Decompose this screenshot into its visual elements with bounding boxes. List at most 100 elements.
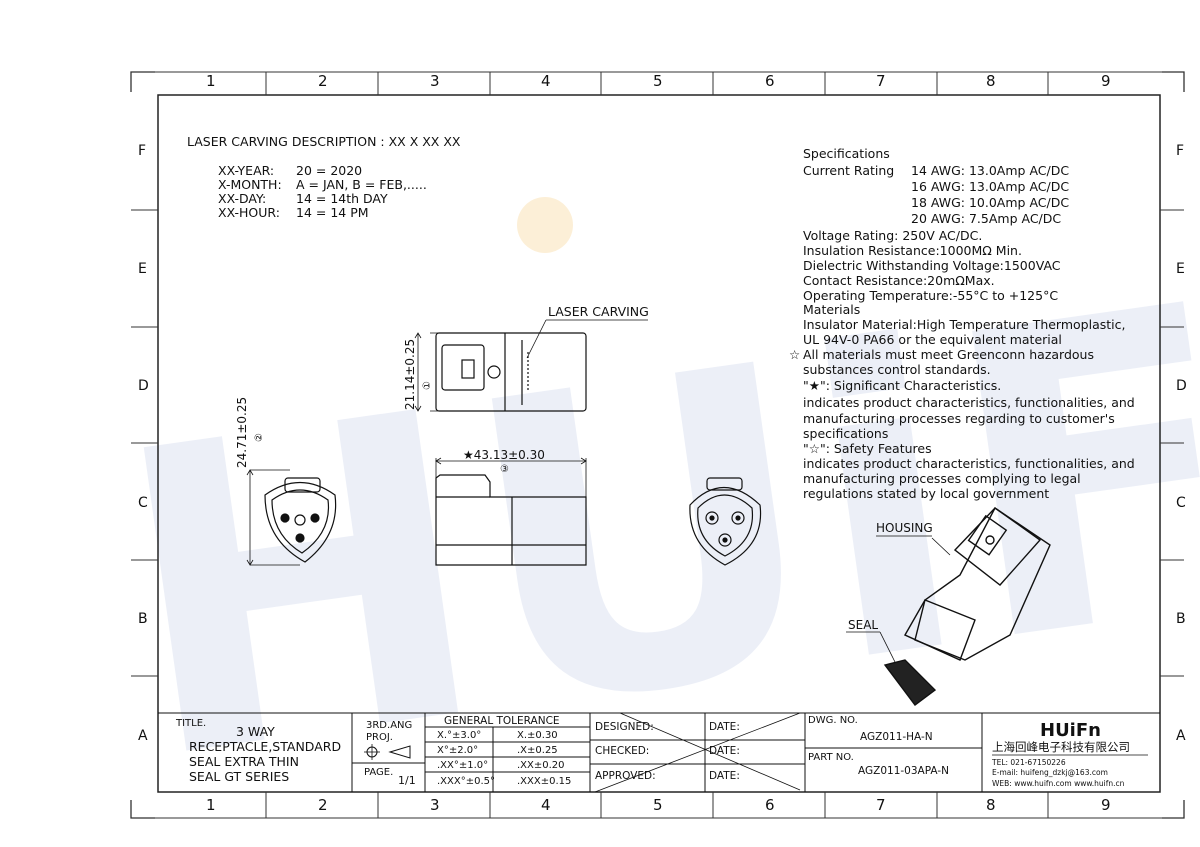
laser-title: LASER CARVING DESCRIPTION : XX X XX XX [187,134,461,149]
column-label: 9 [1101,72,1111,90]
spec-line: Dielectric Withstanding Voltage:1500VAC [803,258,1061,273]
approved-label: APPROVED: [595,770,656,782]
proj-label: PROJ. [366,732,393,743]
title-line: RECEPTACLE,STANDARD [189,739,341,754]
date-label: DATE: [709,770,740,782]
column-label: 3 [430,796,440,814]
column-label: 7 [876,796,886,814]
part-value: AGZ011-03APA-N [858,765,949,777]
dim-tag: ① [422,381,433,390]
top-view [414,319,587,412]
spec-line: Contact Resistance:20mΩMax. [803,273,995,288]
dim-tag: ② [254,433,265,442]
spec-line: substances control standards. [803,362,991,377]
company-tel: TEL: 021-67150226 [991,758,1066,767]
tolerance-cell: .XX±0.20 [517,760,565,771]
spec-line: indicates product characteristics, funct… [803,395,1135,410]
tolerance-cell: .XXX±0.15 [517,776,571,787]
spec-line: indicates product characteristics, funct… [803,456,1135,471]
company-logo: HUiFn [1040,720,1101,741]
column-label: 4 [541,796,551,814]
dim-length: ★43.13±0.30 [463,448,545,462]
spec-current-row: 16 AWG: 13.0Amp AC/DC [911,179,1069,194]
title-line: 3 WAY [236,724,275,739]
checked-label: CHECKED: [595,745,649,757]
spec-line: manufacturing processes complying to leg… [803,471,1081,486]
tolerance-cell: .X±0.25 [517,745,558,756]
row-label: E [138,261,147,277]
company-email: E-mail: huifeng_dzkj@163.com [992,768,1108,777]
laser-row-value: 14 = 14th DAY [296,191,388,206]
title-line: SEAL EXTRA THIN [189,754,299,769]
spec-current-row: 14 AWG: 13.0Amp AC/DC [911,163,1069,178]
column-label: 1 [206,796,216,814]
column-label: 2 [318,796,328,814]
laser-row-label: X-MONTH: [218,177,282,192]
spec-line: Voltage Rating: 250V AC/DC. [803,228,982,243]
spec-line: Insulation Resistance:1000MΩ Min. [803,243,1022,258]
specifications-block: Specifications Current Rating 14 AWG: 13… [789,146,1135,501]
laser-row-label: XX-YEAR: [218,163,274,178]
column-label: 7 [876,72,886,90]
page-value: 1/1 [398,774,416,787]
row-label: B [1176,611,1186,627]
spec-line: All materials must meet Greenconn hazard… [803,347,1094,362]
date-label: DATE: [709,721,740,733]
dwg-value: AGZ011-HA-N [860,731,933,743]
designed-label: DESIGNED: [595,721,654,733]
side-view [435,457,587,566]
column-label: 8 [986,72,996,90]
dwg-label: DWG. NO. [808,715,858,726]
tolerance-table: X.°±3.0°X.±0.30X°±2.0°.X±0.25.XX°±1.0°.X… [437,730,571,787]
dim-tag: ③ [500,464,509,475]
column-label: 6 [765,72,775,90]
column-label: 5 [653,796,663,814]
spec-line: specifications [803,426,888,441]
spec-line: manufacturing processes regarding to cus… [803,411,1115,426]
row-label: F [1176,143,1184,159]
laser-row-label: XX-DAY: [218,191,266,206]
dim-height-top: 21.14±0.25 [403,339,417,410]
column-label: 4 [541,72,551,90]
spec-line: "★": Significant Characteristics. [803,378,1001,393]
laser-row-value: 14 = 14 PM [296,205,369,220]
isometric-view [879,506,1051,706]
laser-carving-callout: LASER CARVING [548,304,649,319]
row-label: D [138,378,149,394]
safety-star-icon: ☆ [789,347,800,362]
spec-line: Materials [803,302,860,317]
proj-label: 3RD.ANG [366,720,412,731]
tolerance-cell: X.°±3.0° [437,730,481,741]
row-label: F [138,143,146,159]
row-label: A [1176,728,1186,744]
page-label: PAGE. [364,767,393,778]
column-label: 2 [318,72,328,90]
part-label: PART NO. [808,752,854,763]
dim-width-front: 24.71±0.25 [235,397,249,468]
company-web: WEB: www.huifn.com www.huifn.cn [992,779,1125,788]
tolerance-cell: X°±2.0° [437,745,478,756]
title-line: SEAL GT SERIES [189,769,289,784]
column-label: 6 [765,796,775,814]
row-label: E [1176,261,1185,277]
spec-title: Specifications [803,146,890,161]
laser-row-value: A = JAN, B = FEB,..... [296,177,427,192]
column-label: 8 [986,796,996,814]
column-label: 5 [653,72,663,90]
row-label: A [138,728,148,744]
zone-ticks [131,71,1184,819]
spec-line: UL 94V-0 PA66 or the equivalent material [803,332,1062,347]
row-label: C [1176,495,1186,511]
row-label: B [138,611,148,627]
tolerance-cell: X.±0.30 [517,730,558,741]
spec-line: Operating Temperature:-55°C to +125°C [803,288,1058,303]
front-view [246,469,337,566]
date-label: DATE: [709,745,740,757]
spec-line: Insulator Material:High Temperature Ther… [803,317,1125,332]
housing-callout: HOUSING [876,521,933,535]
seal-callout: SEAL [848,618,878,632]
company-name: 上海回峰电子科技有限公司 [992,740,1130,754]
spec-current-label: Current Rating [803,163,894,178]
